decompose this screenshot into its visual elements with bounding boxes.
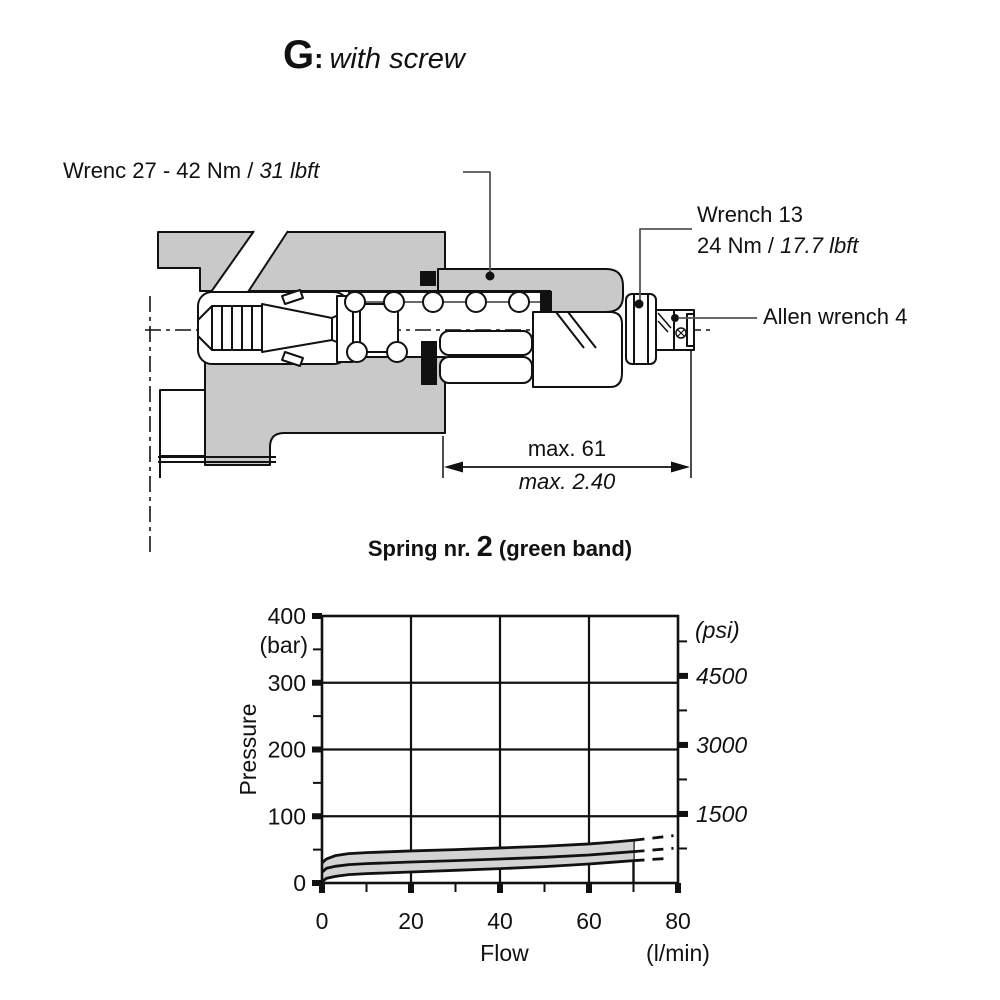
chart-x-axis-title: Flow bbox=[480, 940, 529, 966]
title-separator: : bbox=[314, 43, 324, 74]
chart-psi-label-4500: 4500 bbox=[696, 663, 747, 689]
callout-wrench-13-line1: Wrench 13 bbox=[697, 202, 803, 227]
chart-ylabel-100: 100 bbox=[268, 803, 306, 829]
callout-wrench-27: Wrenc 27 - 42 Nm / 31 lbft bbox=[63, 155, 319, 186]
chart-y-axis-title: Pressure bbox=[235, 703, 261, 795]
chart-psi-label-3000: 3000 bbox=[696, 732, 747, 758]
manifold-block bbox=[157, 230, 446, 466]
chart-y-unit-right: (psi) bbox=[695, 617, 740, 643]
spring-caption-number: 2 bbox=[476, 531, 493, 563]
callout-wrench-13-line2: 24 Nm / bbox=[697, 233, 781, 258]
chart-curve-lower-dashed bbox=[633, 856, 670, 863]
chart-curve-middle bbox=[321, 850, 634, 874]
title-text: with screw bbox=[329, 43, 465, 75]
leader-lines bbox=[463, 171, 757, 319]
chart-xlabel-60: 60 bbox=[576, 908, 602, 934]
spring-caption: Spring nr. 2 (green band) bbox=[0, 531, 1000, 564]
chart-psi-label-1500: 1500 bbox=[696, 801, 747, 827]
chart-x-unit: (l/min) bbox=[646, 940, 710, 966]
lock-nut bbox=[625, 293, 657, 365]
chart-curve-upper-dashed bbox=[633, 834, 674, 842]
chart-y-unit-left: (bar) bbox=[259, 632, 308, 658]
callout-wrench-27-text: Wrenc 27 - 42 Nm / bbox=[63, 158, 260, 183]
dimension-label-metric: max. 61 bbox=[527, 436, 607, 461]
callout-wrench-13-lbft: 17.7 lbft bbox=[780, 233, 859, 258]
chart-xlabel-40: 40 bbox=[487, 908, 513, 934]
chart-curve-middle-dashed bbox=[633, 846, 674, 854]
chart-xlabel-20: 20 bbox=[398, 908, 424, 934]
chart-ylabel-300: 300 bbox=[268, 670, 306, 696]
page-title: G:with screw bbox=[283, 33, 465, 78]
chart-curve-upper bbox=[321, 838, 634, 865]
callout-wrench-13: Wrench 13 24 Nm / 17.7 lbft bbox=[697, 199, 858, 261]
dimension-label-imperial: max. 2.40 bbox=[518, 469, 616, 494]
chart-ylabel-400: 400 bbox=[268, 603, 306, 629]
port-block bbox=[158, 389, 276, 478]
callout-allen-wrench: Allen wrench 4 bbox=[763, 301, 907, 332]
chart-ylabel-0: 0 bbox=[293, 870, 306, 896]
dimension-max61 bbox=[442, 350, 692, 478]
title-letter: G bbox=[283, 33, 315, 77]
chart-xlabel-0: 0 bbox=[316, 908, 329, 934]
chart-curve-lower bbox=[321, 859, 634, 883]
spring-caption-suffix: (green band) bbox=[492, 536, 633, 561]
chart-xlabel-80: 80 bbox=[665, 908, 691, 934]
spring-caption-prefix: Spring nr. bbox=[367, 536, 477, 561]
callout-wrench-27-lbft: 31 lbft bbox=[259, 158, 320, 183]
callout-allen-wrench-text: Allen wrench 4 bbox=[763, 304, 908, 329]
spring-section bbox=[336, 291, 550, 363]
seal-rings bbox=[420, 271, 552, 385]
chart-ylabel-200: 200 bbox=[268, 737, 306, 763]
cartridge-body bbox=[439, 311, 623, 388]
adjustment-screw bbox=[655, 309, 695, 351]
